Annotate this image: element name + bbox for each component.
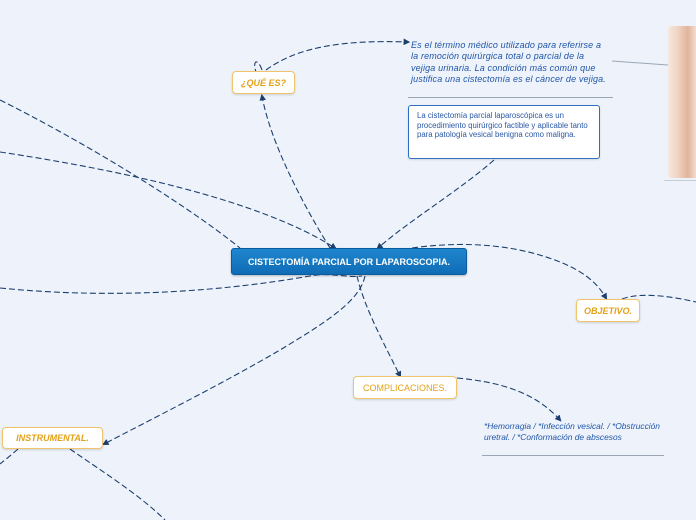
central-topic[interactable]: CISTECTOMÍA PARCIAL POR LAPAROSCOPIA. bbox=[231, 248, 467, 275]
link-central-que bbox=[259, 93, 331, 249]
link-left-mid bbox=[0, 151, 337, 250]
definition-underline bbox=[408, 97, 613, 98]
link-comp-compl bbox=[456, 377, 562, 422]
anatomy-image bbox=[668, 26, 696, 178]
link-inst-bottom bbox=[69, 448, 166, 520]
link-box-central bbox=[376, 159, 495, 250]
definition-note[interactable]: Es el término médico utilizado para refe… bbox=[411, 40, 606, 84]
image-underline bbox=[664, 180, 696, 181]
link-central-obj bbox=[411, 243, 608, 300]
topic-objetivo[interactable]: OBJETIVO. bbox=[576, 299, 640, 322]
link-obj-right bbox=[621, 294, 696, 303]
link-central-inst bbox=[102, 275, 366, 446]
photo-link bbox=[611, 60, 669, 66]
link-left-low bbox=[0, 274, 363, 294]
topic-que-es[interactable]: ¿QUÉ ES? bbox=[232, 71, 295, 94]
complications-note[interactable]: *Hemorragia / *Infección vesical. / *Obs… bbox=[484, 421, 660, 442]
link-central-comp bbox=[356, 275, 402, 378]
topic-complicaciones[interactable]: COMPLICACIONES. bbox=[353, 376, 457, 399]
link-left-top bbox=[0, 99, 241, 249]
link-que-def bbox=[254, 42, 408, 73]
link-inst-left bbox=[0, 448, 19, 465]
laparoscopic-box[interactable]: La cistectomía parcial laparoscópica es … bbox=[408, 105, 600, 159]
topic-instrumental[interactable]: INSTRUMENTAL. bbox=[2, 427, 103, 449]
complications-underline bbox=[482, 455, 664, 456]
